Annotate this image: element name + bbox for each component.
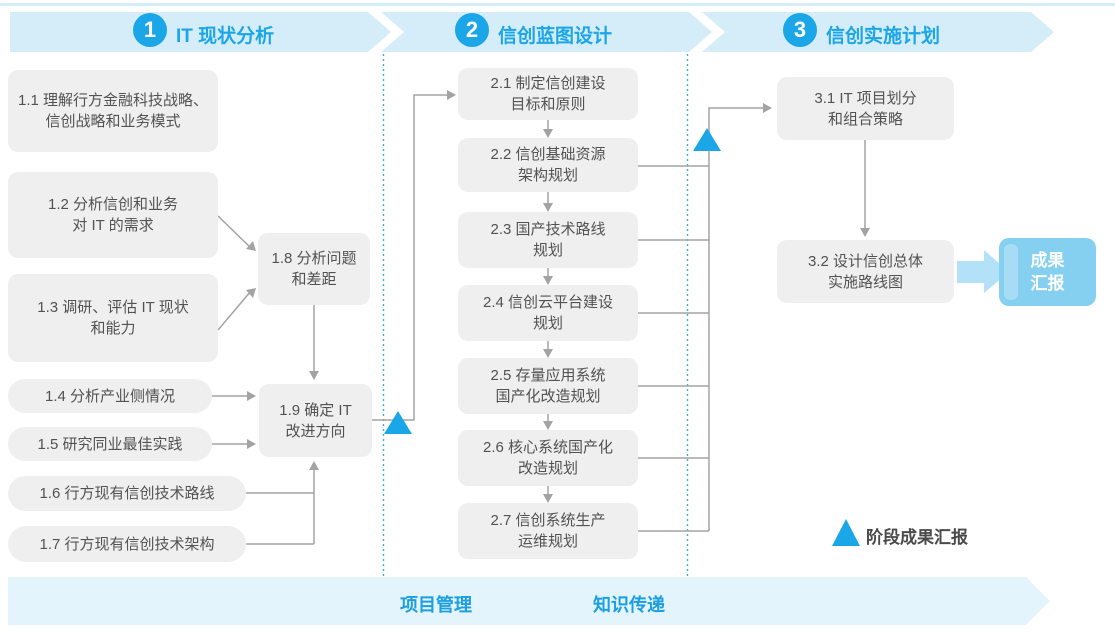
phase-1-number-badge: 1 — [133, 13, 167, 47]
footer-item-project-management: 项目管理 — [400, 595, 472, 615]
phase-1-banner — [10, 12, 391, 52]
step-box-1-8: 1.8 分析问题 和差距 — [258, 233, 370, 305]
label-line-1: 2.6 核心系统国产化 — [482, 439, 614, 456]
step-box-3-1: 3.1 IT 项目划分 和组合策略 — [777, 77, 954, 140]
footer-banner — [8, 577, 1050, 625]
result-report-box: 成果 汇报 — [999, 238, 1096, 306]
label-line-1: 1.2 分析信创和业务 — [47, 196, 179, 213]
label-line-2: 规划 — [532, 242, 563, 259]
label-line-2: 目标和原则 — [510, 96, 586, 113]
step-box-1-4: 1.4 分析产业侧情况 — [8, 379, 212, 413]
phase-3-number-badge: 3 — [783, 13, 817, 47]
phase-1-title: IT 现状分析 — [176, 26, 275, 47]
legend-triangle-icon — [832, 519, 860, 546]
label-line-1: 1.8 分析问题 — [271, 250, 357, 267]
label-line-1: 2.3 国产技术路线 — [490, 221, 606, 238]
label-line-1: 3.1 IT 项目划分 — [814, 89, 917, 107]
label-line-1: 2.1 制定信创建设 — [490, 75, 606, 92]
label-line-2: 和能力 — [90, 320, 136, 337]
label-line-1: 1.9 确定 IT — [279, 401, 352, 419]
step-box-1-2: 1.2 分析信创和业务 对 IT 的需求 — [8, 172, 218, 258]
label-line-2: 信创战略和业务模式 — [45, 113, 181, 130]
step-box-1-3: 1.3 调研、评估 IT 现状 和能力 — [8, 274, 218, 362]
step-box-1-5: 1.5 研究同业最佳实践 — [8, 427, 212, 461]
step-box-2-1: 2.1 制定信创建设 目标和原则 — [458, 68, 638, 120]
label-line-1: 2.2 信创基础资源 — [490, 146, 606, 163]
label-line-2: 改造规划 — [517, 460, 578, 477]
label-line-1: 2.5 存量应用系统 — [490, 367, 606, 384]
step-box-1-9: 1.9 确定 IT 改进方向 — [259, 384, 372, 457]
label-line-1: 2.4 信创云平台建设 — [482, 294, 614, 311]
flow-connectors — [212, 94, 866, 545]
milestone-triangle-phase-2 — [693, 128, 721, 151]
label-line-2: 和组合策略 — [827, 110, 903, 128]
label-line-2: 改进方向 — [285, 422, 346, 440]
label-line-2: 规划 — [532, 315, 563, 332]
milestone-triangle-phase-1 — [384, 411, 412, 434]
label-line-1: 1.7 行方现有信创技术架构 — [39, 535, 215, 553]
phase-2-number-badge: 2 — [455, 13, 489, 47]
label-line-2: 架构规划 — [517, 167, 578, 184]
result-box-highlight — [1004, 244, 1018, 300]
step-box-2-2: 2.2 信创基础资源 架构规划 — [458, 138, 638, 192]
label-line-1: 3.2 设计信创总体 — [807, 252, 924, 270]
step-box-2-3: 2.3 国产技术路线 规划 — [458, 212, 638, 268]
step-box-2-4: 2.4 信创云平台建设 规划 — [458, 285, 638, 341]
top-rule — [0, 3, 1115, 6]
step-box-1-1: 1.1 理解行方金融科技战略、 信创战略和业务模式 — [8, 70, 218, 152]
label-line-2: 国产化改造规划 — [495, 388, 601, 405]
legend-label: 阶段成果汇报 — [866, 528, 968, 547]
flow-arrowheads — [246, 90, 870, 503]
label-line-1: 1.6 行方现有信创技术路线 — [39, 485, 215, 502]
step-box-1-7: 1.7 行方现有信创技术架构 — [8, 526, 246, 562]
phase-3-title: 信创实施计划 — [826, 26, 941, 47]
label-line-2: 汇报 — [1030, 274, 1065, 293]
label-line-2: 和差距 — [291, 271, 337, 288]
label-line-2: 对 IT 的需求 — [72, 217, 154, 234]
step-box-3-2: 3.2 设计信创总体 实施路线图 — [777, 240, 954, 303]
label-line-1: 1.5 研究同业最佳实践 — [37, 435, 183, 453]
phase-2-title: 信创蓝图设计 — [498, 26, 613, 47]
step-box-2-7: 2.7 信创系统生产 运维规划 — [458, 503, 638, 559]
step-box-2-6: 2.6 核心系统国产化 改造规划 — [458, 430, 638, 486]
result-arrow-icon — [957, 250, 1009, 293]
step-box-2-5: 2.5 存量应用系统 国产化改造规划 — [458, 358, 638, 414]
label-line-2: 实施路线图 — [827, 273, 903, 291]
label-line-1: 1.3 调研、评估 IT 现状 — [37, 299, 189, 316]
label-line-2: 运维规划 — [517, 533, 578, 550]
label-line-1: 成果 — [1030, 251, 1065, 270]
footer-item-knowledge-transfer: 知识传递 — [593, 595, 665, 615]
label-line-1: 1.4 分析产业侧情况 — [44, 387, 176, 405]
label-line-1: 1.1 理解行方金融科技战略、 — [17, 92, 209, 109]
label-line-1: 2.7 信创系统生产 — [490, 512, 606, 529]
step-box-1-6: 1.6 行方现有信创技术路线 — [8, 476, 246, 511]
